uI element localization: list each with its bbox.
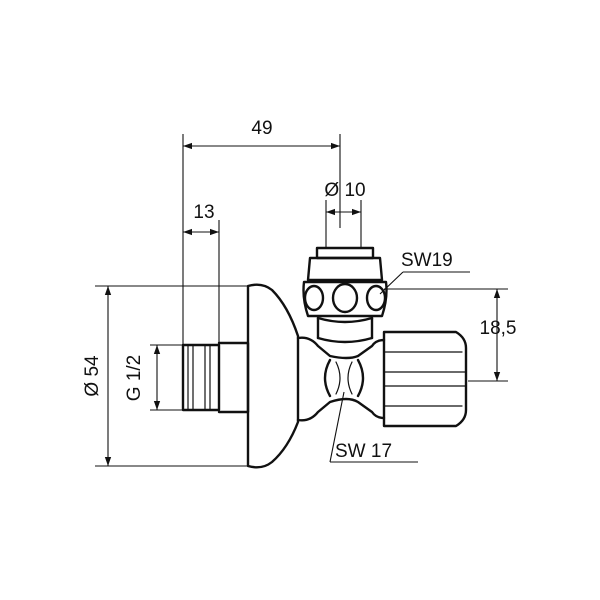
- thread-length-label: 13: [193, 202, 214, 223]
- dimension-outlet-diameter: Ø 10: [324, 180, 366, 248]
- handwheel-cap: [302, 246, 388, 318]
- overall-length-label: 49: [251, 118, 272, 139]
- inlet-thread-label: G 1/2: [124, 355, 145, 401]
- dimension-thread-length: 13: [183, 202, 220, 345]
- outlet-nut: [382, 330, 468, 428]
- body-wrench-label: SW 17: [335, 441, 392, 462]
- valve-body: [296, 316, 386, 422]
- dimension-flange-diameter: Ø 54: [82, 285, 250, 467]
- dimension-outlet-height: 18,5: [384, 288, 517, 382]
- callout-body-wrench: SW 17: [329, 391, 418, 463]
- cap-wrench-label: SW19: [401, 250, 453, 271]
- callout-cap-wrench: SW19: [379, 250, 470, 295]
- inlet-spigot: [181, 341, 250, 414]
- dimension-inlet-thread: G 1/2: [124, 344, 183, 411]
- outlet-height-label: 18,5: [480, 318, 517, 339]
- outlet-diameter-label: Ø 10: [324, 180, 365, 201]
- flange-rosette: [246, 283, 300, 469]
- valve-body-outline: [181, 246, 468, 469]
- dimension-overall-length: 49: [182, 118, 341, 345]
- flange-diameter-label: Ø 54: [82, 355, 103, 397]
